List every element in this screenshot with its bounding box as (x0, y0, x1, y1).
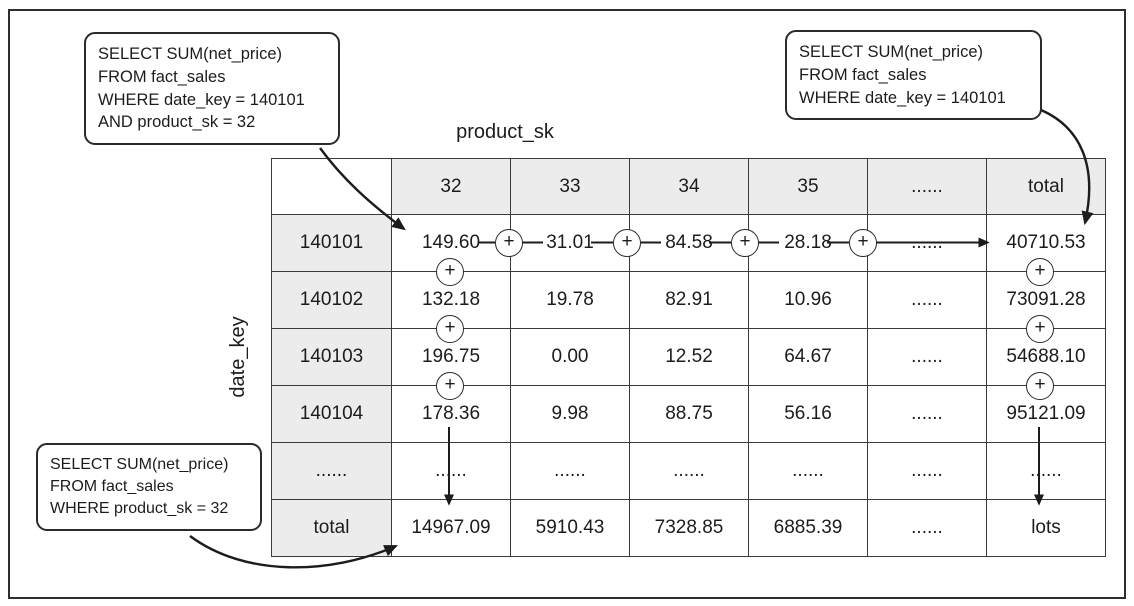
data-cell: ...... (629, 442, 749, 500)
plus-circle-icon: + (613, 229, 641, 257)
sql-callout-cell-sum: SELECT SUM(net_price) FROM fact_sales WH… (84, 32, 340, 146)
column-header-row: 32 33 34 35 ...... total (271, 158, 1106, 215)
data-cell: ...... (867, 271, 987, 329)
col-header-cell: total (986, 158, 1106, 215)
plus-circle-icon: + (495, 229, 523, 257)
data-cell: ...... (867, 499, 987, 557)
data-cell: 73091.28 (986, 271, 1106, 329)
cell-value: 84.58 (663, 232, 715, 253)
sql-line: FROM fact_sales (98, 67, 226, 86)
data-cell: ...... (510, 442, 630, 500)
sql-callout-column-sum: SELECT SUM(net_price) FROM fact_sales WH… (36, 443, 262, 532)
sql-line: SELECT SUM(net_price) (98, 45, 283, 63)
row-header-cell: ...... (271, 442, 392, 500)
plus-circle-icon: + (1026, 258, 1054, 286)
plus-circle-icon: + (1026, 315, 1054, 343)
sql-line: WHERE date_key = 140101 (799, 88, 1006, 107)
plus-circle-icon: + (849, 229, 877, 257)
plus-circle-icon: + (1026, 372, 1054, 400)
row-header-cell: 140103 (271, 328, 392, 386)
row-header-cell: total (271, 499, 392, 557)
data-cell: ...... (986, 442, 1106, 500)
sql-line: WHERE product_sk = 32 (50, 500, 229, 518)
col-header-cell: 32 (391, 158, 511, 215)
table-row: 140104 178.36 9.98 88.75 56.16 ...... 95… (271, 385, 1106, 443)
data-cell: 82.91 (629, 271, 749, 329)
sql-line: FROM fact_sales (50, 478, 174, 496)
data-cell: 88.75 (629, 385, 749, 443)
sql-line: WHERE date_key = 140101 (98, 90, 305, 109)
data-cell: 64.67 (748, 328, 868, 386)
col-header-cell: 35 (748, 158, 868, 215)
col-header-cell: 34 (629, 158, 749, 215)
plus-circle-icon: + (436, 372, 464, 400)
data-cell: 6885.39 (748, 499, 868, 557)
row-header-cell: 140102 (271, 271, 392, 329)
data-cell: 7328.85 (629, 499, 749, 557)
cell-value: 149.60 (419, 232, 483, 253)
plus-circle-icon: + (731, 229, 759, 257)
data-cell: 12.52 (629, 328, 749, 386)
data-cell: ...... (748, 442, 868, 500)
data-cell: ...... (391, 442, 511, 500)
aggregate-cube-table: 32 33 34 35 ...... total 140101 149.60 3… (271, 158, 1106, 557)
data-cell: ...... (867, 385, 987, 443)
corner-spacer (271, 158, 392, 215)
data-cell: ...... (867, 214, 987, 272)
cell-value: 28.18 (782, 232, 834, 253)
plus-circle-icon: + (436, 315, 464, 343)
data-cell: ...... (867, 442, 987, 500)
table-row: 140101 149.60 31.01 84.58 28.18 ...... 4… (271, 214, 1106, 272)
data-cell: ...... (867, 328, 987, 386)
plus-circle-icon: + (436, 258, 464, 286)
sql-line: FROM fact_sales (799, 65, 927, 84)
data-cell: lots (986, 499, 1106, 557)
table-row-totals: total 14967.09 5910.43 7328.85 6885.39 .… (271, 499, 1106, 557)
data-cell: 9.98 (510, 385, 630, 443)
sql-line: SELECT SUM(net_price) (50, 456, 229, 473)
table-row-ellipsis: ...... ...... ...... ...... ...... .....… (271, 442, 1106, 500)
product-sk-axis-label: product_sk (456, 121, 554, 143)
data-cell: 10.96 (748, 271, 868, 329)
row-header-cell: 140101 (271, 214, 392, 272)
data-cell: 5910.43 (510, 499, 630, 557)
date-key-axis-label: date_key (227, 316, 249, 398)
sql-callout-row-sum: SELECT SUM(net_price) FROM fact_sales WH… (785, 30, 1042, 121)
data-cell: 56.16 (748, 385, 868, 443)
sql-line: SELECT SUM(net_price) (799, 43, 984, 61)
table-row: 140102 132.18 19.78 82.91 10.96 ...... 7… (271, 271, 1106, 329)
data-cell: 0.00 (510, 328, 630, 386)
data-cell: 31.01 (510, 214, 630, 272)
row-header-cell: 140104 (271, 385, 392, 443)
data-cell: 19.78 (510, 271, 630, 329)
col-header-cell: ...... (867, 158, 987, 215)
data-cell: 14967.09 (391, 499, 511, 557)
table-row: 140103 196.75 0.00 12.52 64.67 ...... 54… (271, 328, 1106, 386)
col-header-cell: 33 (510, 158, 630, 215)
cell-value: 31.01 (544, 232, 596, 253)
sql-line: AND product_sk = 32 (98, 113, 256, 132)
